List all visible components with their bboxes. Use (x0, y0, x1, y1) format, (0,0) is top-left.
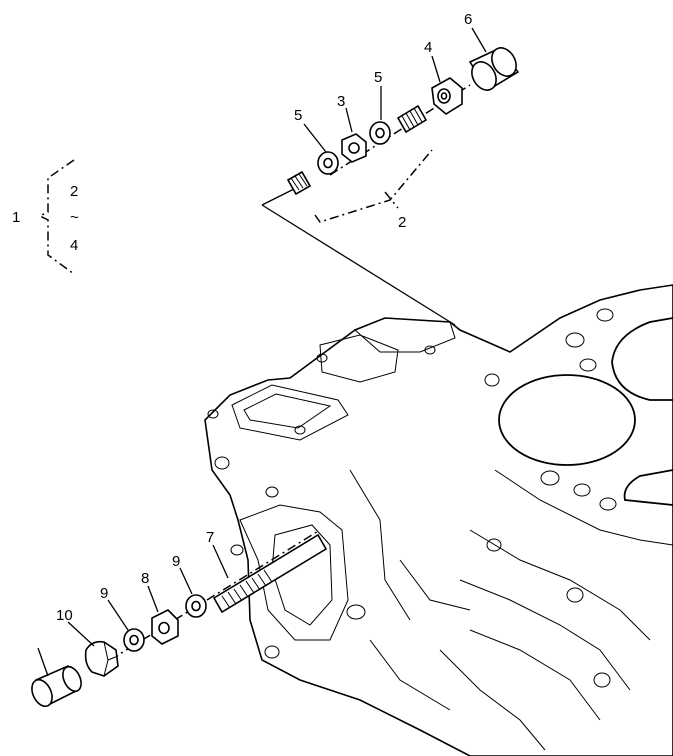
bolt-hole (573, 483, 591, 497)
leader-10 (67, 621, 95, 647)
casting-line (349, 469, 411, 621)
cap-6 (468, 47, 520, 92)
bolt-hole (593, 672, 611, 688)
callout-7: 7 (206, 529, 214, 546)
legend-callout-2: 2 (70, 183, 78, 200)
leader-cap-lower (37, 647, 49, 677)
casting-line (399, 559, 471, 611)
bolt-hole (207, 409, 219, 419)
lower-centerline (109, 529, 321, 661)
stud-upper-left (286, 170, 312, 196)
bolt-hole (265, 486, 279, 498)
port-gasket-upper (319, 334, 399, 383)
block-outline (204, 284, 673, 756)
leader-4 (431, 55, 441, 83)
stud-upper-right (396, 104, 428, 134)
cap-nut-10 (84, 640, 119, 677)
casting-line (439, 649, 546, 751)
bolt-hole (424, 345, 436, 355)
bolt-hole (294, 425, 306, 435)
casting-line (469, 629, 601, 721)
bolt-hole (565, 332, 585, 348)
stud-7 (212, 533, 328, 614)
callout-5-left: 5 (294, 107, 302, 124)
callout-9-left: 9 (100, 585, 108, 602)
washer-5-right (369, 121, 391, 145)
bolt-hole (264, 645, 280, 659)
nut-4 (431, 77, 463, 115)
bolt-hole (346, 604, 366, 620)
legend-callout-4: 4 (70, 237, 78, 254)
port-gasket-lower (231, 384, 349, 441)
cap-lower (31, 664, 82, 708)
leader-9-left (107, 599, 129, 631)
legend-bracket (38, 159, 75, 275)
leader-9-right (179, 567, 193, 595)
callout-4: 4 (424, 39, 432, 56)
nut-3 (341, 133, 367, 163)
callout-6: 6 (464, 11, 472, 28)
bolt-hole (540, 470, 560, 486)
callout-labels: 5 3 5 4 6 2 7 9 8 9 10 (56, 11, 472, 624)
bolt-hole (316, 353, 328, 363)
callout-9-right: 9 (172, 553, 180, 570)
bolt-hole (596, 308, 614, 322)
legend-callout-1: 1 (12, 209, 20, 226)
bolt-hole (566, 587, 584, 603)
group-2-bracket (314, 149, 433, 223)
cylinder-bore-left (498, 374, 636, 466)
callout-8: 8 (141, 570, 149, 587)
leader-5-left (303, 123, 327, 153)
engine-block (204, 284, 673, 756)
leader-to-block (261, 204, 456, 326)
bolt-hole (484, 373, 500, 387)
leader-8 (147, 585, 159, 613)
port-gasket-inner (243, 393, 332, 429)
callout-3: 3 (337, 93, 345, 110)
top-gasket (354, 317, 456, 353)
bolt-hole (599, 497, 617, 511)
upper-parts (286, 47, 520, 196)
legend-tilde: ~ (70, 209, 79, 226)
callout-5-right: 5 (374, 69, 382, 86)
cylinder-bore-lower (623, 469, 673, 506)
assembly-legend: 1 2 ~ 4 (12, 159, 79, 275)
cylinder-bore-right (611, 317, 673, 401)
leader-7 (212, 544, 229, 579)
callout-10: 10 (56, 607, 73, 624)
nut-8 (151, 609, 179, 645)
washer-5-left (317, 151, 339, 175)
lower-parts (31, 529, 328, 708)
casting-line (469, 529, 651, 641)
casting-line (369, 639, 451, 711)
washer-9-left (123, 628, 145, 652)
leader-6 (471, 27, 487, 53)
washer-9-right (185, 594, 207, 618)
callout-2: 2 (398, 214, 406, 231)
bolt-hole (214, 456, 230, 470)
bolt-hole (230, 544, 244, 556)
casting-line (459, 579, 631, 691)
bolt-hole (486, 538, 502, 552)
callout-leaders (37, 27, 487, 677)
group-2-tick (384, 191, 399, 209)
leader-3 (345, 107, 353, 133)
casting-line (494, 469, 673, 546)
bolt-hole (579, 358, 597, 372)
